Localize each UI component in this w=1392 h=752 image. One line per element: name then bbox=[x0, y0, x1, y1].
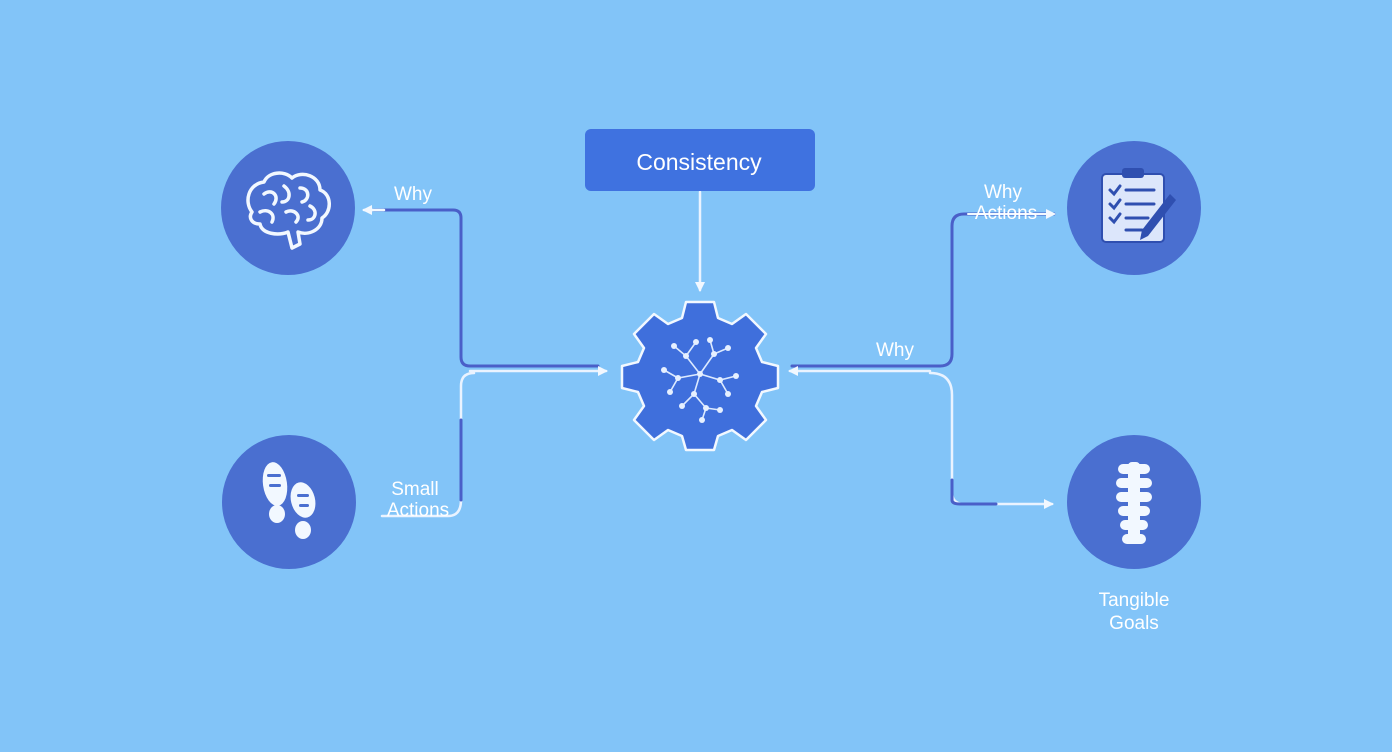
connector-right-bottom bbox=[928, 371, 1054, 509]
label-left-top: Why bbox=[394, 184, 433, 205]
label-right-bottom-line1: Tangible bbox=[1099, 590, 1170, 611]
connector-right-bottom-dark bbox=[950, 478, 998, 506]
spine-icon bbox=[1116, 462, 1152, 544]
node-bottom-left bbox=[222, 435, 356, 569]
label-left-bottom-line2: Actions bbox=[387, 500, 449, 521]
label-right-middle: Why bbox=[876, 340, 915, 361]
center-hub bbox=[620, 300, 780, 452]
title-text: Consistency bbox=[636, 149, 762, 175]
brain-icon bbox=[246, 171, 331, 250]
label-right-bottom-line2: Goals bbox=[1109, 613, 1159, 634]
connector-left-top bbox=[372, 208, 600, 368]
checklist-clipboard-icon bbox=[1101, 168, 1176, 243]
node-bottom-right bbox=[1067, 435, 1201, 569]
label-left-bottom-line1: Small bbox=[391, 479, 439, 500]
node-top-right bbox=[1067, 141, 1201, 275]
node-top-left bbox=[221, 141, 355, 275]
connector-right-top bbox=[938, 212, 1056, 368]
connectors bbox=[362, 190, 1056, 518]
footprints-icon bbox=[262, 462, 316, 539]
gear-network-icon bbox=[620, 300, 780, 452]
label-right-top-line2: Actions bbox=[975, 203, 1037, 224]
label-right-top-line1: Why bbox=[984, 182, 1023, 203]
title-box: Consistency bbox=[585, 129, 815, 191]
